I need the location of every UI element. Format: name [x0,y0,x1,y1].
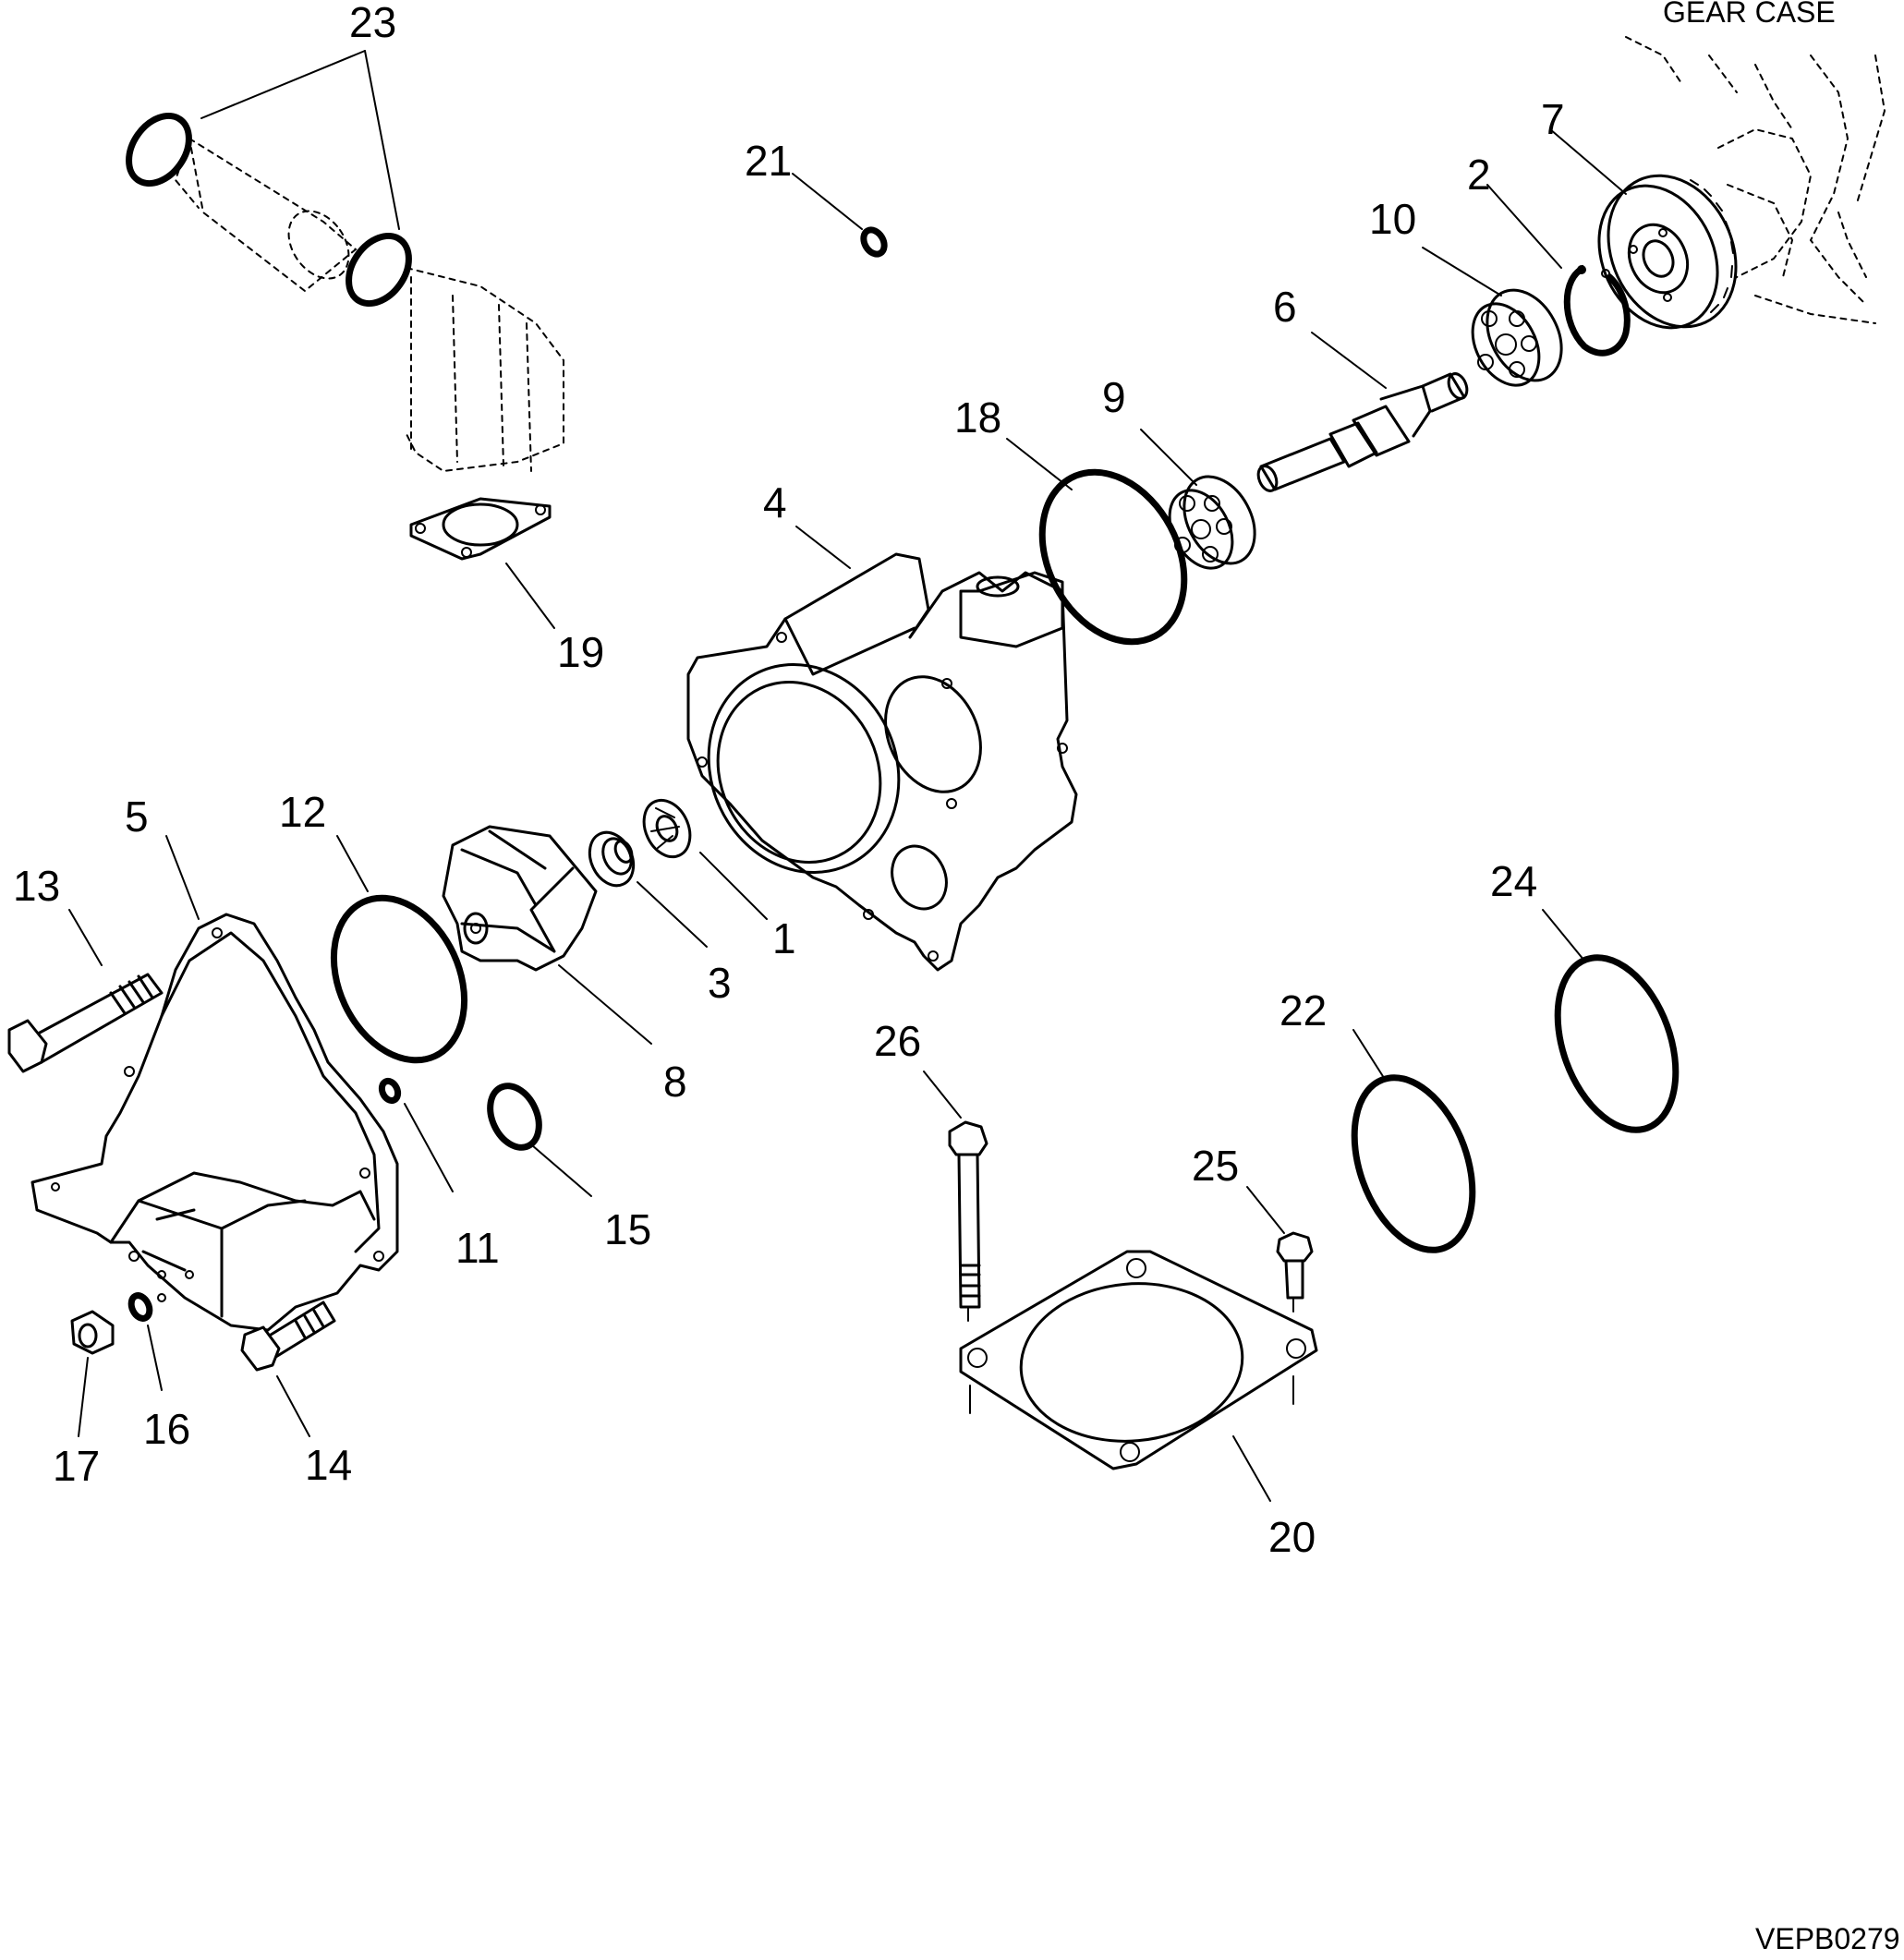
callout-19: 19 [557,628,604,676]
callout-4: 4 [763,478,787,526]
callout-12: 12 [279,788,326,836]
callout-14: 14 [305,1441,352,1489]
callout-7: 7 [1541,95,1565,143]
plug-17 [70,1310,115,1355]
callout-13: 13 [13,862,60,910]
callout-16: 16 [143,1405,190,1453]
bolt-14 [240,1301,336,1372]
o-ring-11 [378,1077,402,1105]
bearing-9 [1168,475,1256,570]
callout-24: 24 [1490,857,1537,905]
pump-housing-4 [686,552,1078,972]
bolt-13 [7,973,164,1073]
callout-15: 15 [604,1205,651,1253]
mechanical-seal-3 [588,830,636,888]
callout-20: 20 [1268,1513,1316,1561]
seal-1 [642,798,692,859]
impeller-8 [442,825,598,972]
upper-adapter-dashed [174,136,564,473]
gear-case-label: GEAR CASE [1663,0,1836,29]
callout-2: 2 [1467,151,1491,199]
callout-9: 9 [1102,373,1126,421]
o-ring-23b [346,233,412,307]
callout-1: 1 [772,914,796,962]
callout-22: 22 [1279,986,1327,1034]
callout-6: 6 [1273,283,1297,331]
callout-25: 25 [1192,1142,1239,1190]
gasket-20 [959,1250,1318,1470]
callout-17: 17 [53,1442,100,1490]
shaft-6 [1256,372,1469,492]
callout-3: 3 [708,959,732,1007]
callout-8: 8 [663,1058,687,1106]
o-ring-22 [1351,1074,1476,1253]
gear-7 [1597,174,1738,330]
callout-23: 23 [349,0,396,46]
o-ring-15 [487,1083,542,1151]
pump-cover-5 [30,913,399,1332]
callout-26: 26 [874,1017,921,1065]
callout-21: 21 [745,137,792,185]
o-ring-16 [127,1292,153,1322]
callout-18: 18 [954,393,1001,442]
o-ring-23a [126,113,192,187]
bolt-25 [1276,1231,1314,1405]
bolt-26 [948,1120,988,1414]
gear-case-reference [1625,36,1886,324]
callout-5: 5 [125,792,149,841]
leader-lines [68,50,1627,1502]
callout-10: 10 [1369,195,1416,243]
o-ring-21 [860,226,888,258]
figure-code-label: VEPB0279 [1755,1922,1900,1955]
o-ring-12 [330,894,468,1064]
callout-11: 11 [455,1224,500,1272]
o-ring-18 [1038,468,1188,646]
gasket-19 [409,497,552,561]
bearing-10 [1471,288,1563,387]
o-ring-24 [1554,954,1680,1133]
